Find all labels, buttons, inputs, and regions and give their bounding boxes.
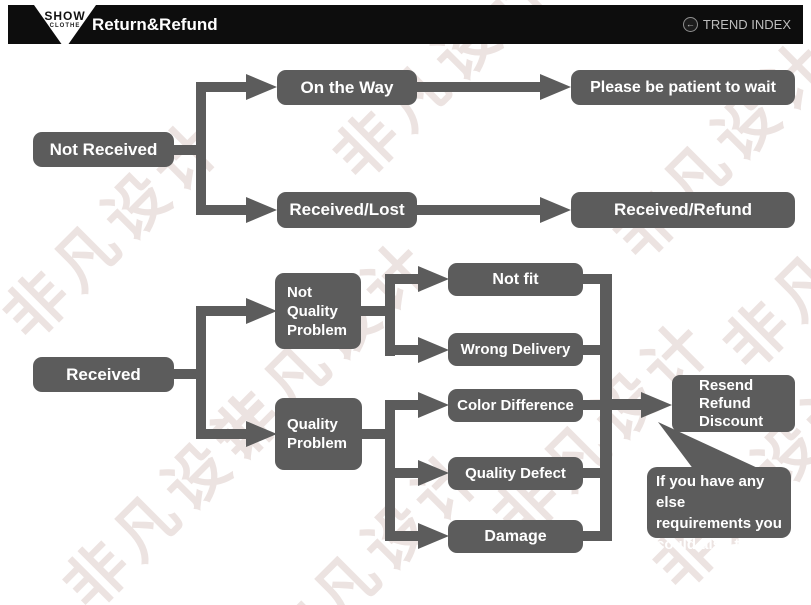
- connector-line: [583, 274, 602, 284]
- node-line: Refund: [699, 394, 751, 412]
- bubble-line: If you have any else: [656, 473, 765, 511]
- arrowhead: [418, 523, 449, 549]
- note-bubble: If you have any else requirements you co…: [647, 467, 791, 553]
- arrowhead: [641, 392, 672, 418]
- page-title: Return&Refund: [92, 15, 218, 34]
- node-not-quality-problem: Not Quality Problem: [275, 273, 361, 349]
- arrowhead: [418, 460, 449, 486]
- node-not-received: Not Received: [33, 132, 174, 167]
- arrowhead: [418, 337, 449, 363]
- connector-line: [196, 82, 206, 215]
- trend-index-label: TREND INDEX: [702, 17, 791, 32]
- node-line: Resend: [699, 376, 754, 394]
- connector-line: [583, 400, 602, 410]
- node-color-difference: Color Difference: [448, 389, 583, 422]
- node-damage: Damage: [448, 520, 583, 553]
- connector-line: [196, 306, 247, 316]
- arrowhead: [540, 197, 571, 223]
- connector-line: [385, 274, 420, 284]
- node-line: Discount: [699, 412, 764, 430]
- brand-name: SHOW: [44, 9, 86, 23]
- watermark-text: 非凡设计: [601, 26, 811, 273]
- connector-line: [385, 531, 420, 541]
- connector-line: [385, 274, 395, 356]
- connector-line: [385, 468, 420, 478]
- node-received-refund: Received/Refund: [571, 192, 795, 228]
- trend-index: ← TREND INDEX: [682, 5, 791, 44]
- connector-line: [417, 205, 541, 215]
- connector-line: [600, 274, 612, 541]
- arrowhead: [418, 392, 449, 418]
- watermark-text: 非凡设计: [51, 376, 298, 605]
- connector-line: [417, 82, 541, 92]
- bubble-line: requirements you: [656, 515, 782, 532]
- connector-line: [196, 429, 247, 439]
- brand-triangle-logo: [34, 5, 96, 49]
- node-received: Received: [33, 357, 174, 392]
- node-received-lost: Received/Lost: [277, 192, 417, 228]
- connector-line: [361, 306, 391, 316]
- node-line: Quality: [287, 302, 338, 320]
- arrowhead: [418, 266, 449, 292]
- connector-line: [174, 145, 206, 155]
- arrowhead: [540, 74, 571, 100]
- connector-line: [196, 82, 247, 92]
- node-not-fit: Not fit: [448, 263, 583, 296]
- node-line: Problem: [287, 435, 348, 452]
- connector-line: [612, 399, 642, 410]
- connector-line: [174, 369, 206, 379]
- header-bar: SHOW CLOTHE Return&Refund ← TREND INDEX: [8, 5, 803, 49]
- node-quality-defect: Quality Defect: [448, 457, 583, 490]
- connector-line: [583, 468, 602, 478]
- arrowhead: [246, 298, 277, 324]
- connector-line: [196, 205, 247, 215]
- bubble-line: could also tell us: [656, 536, 778, 553]
- node-line: Not: [287, 283, 312, 301]
- arrowhead: [246, 197, 277, 223]
- node-please-be-patient: Please be patient to wait: [571, 70, 795, 105]
- connector-line: [385, 400, 420, 410]
- node-on-the-way: On the Way: [277, 70, 417, 105]
- arrowhead: [246, 421, 277, 447]
- left-arrow-circle-icon: ←: [682, 17, 698, 32]
- connector-line: [196, 306, 206, 439]
- node-quality-problem: Quality Problem: [275, 398, 362, 470]
- connector-line: [583, 531, 602, 541]
- node-wrong-delivery: Wrong Delivery: [448, 333, 583, 366]
- connector-line: [583, 345, 602, 355]
- arrowhead: [246, 74, 277, 100]
- brand-subname: CLOTHE: [49, 23, 81, 29]
- node-resend-refund-discount: Resend Refund Discount: [672, 375, 795, 432]
- node-line: Quality: [287, 416, 338, 433]
- connector-line: [385, 345, 420, 355]
- node-line: Problem: [287, 321, 348, 339]
- connector-line: [362, 429, 392, 439]
